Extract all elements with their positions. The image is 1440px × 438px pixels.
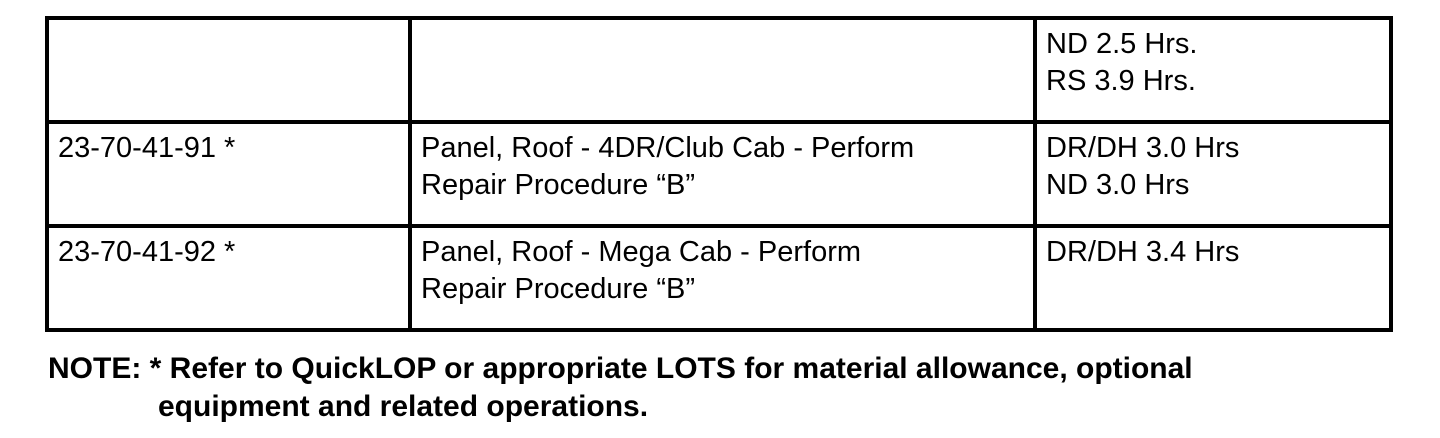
hours-cell: DR/DH 3.0 Hrs ND 3.0 Hrs — [1033, 120, 1393, 228]
description-cell — [408, 16, 1037, 124]
description-cell: Panel, Roof - 4DR/Club Cab - Perform Rep… — [408, 120, 1037, 228]
description-cell: Panel, Roof - Mega Cab - Perform Repair … — [408, 224, 1037, 332]
hours-cell: ND 2.5 Hrs. RS 3.9 Hrs. — [1033, 16, 1393, 124]
labor-operations-table: ND 2.5 Hrs. RS 3.9 Hrs. 23-70-41-91 * Pa… — [45, 16, 1393, 332]
labor-op-code-cell: 23-70-41-91 * — [45, 120, 412, 228]
note: NOTE: * Refer to QuickLOP or appropriate… — [48, 350, 1193, 426]
labor-op-code-cell: 23-70-41-92 * — [45, 224, 412, 332]
table-row: 23-70-41-91 * Panel, Roof - 4DR/Club Cab… — [45, 120, 1393, 228]
table-row: 23-70-41-92 * Panel, Roof - Mega Cab - P… — [45, 224, 1393, 332]
note-line: equipment and related operations. — [158, 390, 649, 423]
note-line: NOTE: * Refer to QuickLOP or appropriate… — [48, 352, 1193, 385]
labor-op-code-cell — [45, 16, 412, 124]
table-row: ND 2.5 Hrs. RS 3.9 Hrs. — [45, 16, 1393, 124]
hours-cell: DR/DH 3.4 Hrs — [1033, 224, 1393, 332]
